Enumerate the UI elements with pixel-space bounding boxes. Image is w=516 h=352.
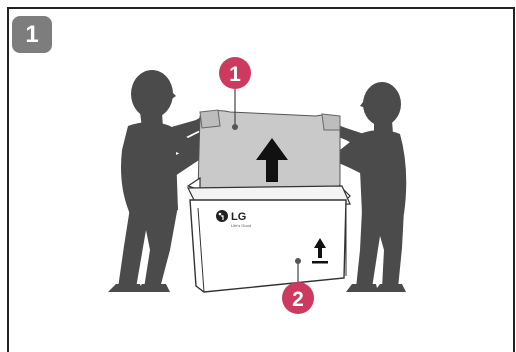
packaging-box bbox=[186, 176, 351, 293]
lg-logo: LG Life's Good bbox=[216, 210, 251, 228]
box-tagline-text: Life's Good bbox=[231, 223, 251, 228]
callout-2-label: 2 bbox=[292, 288, 304, 311]
callout-1-label: 1 bbox=[229, 63, 241, 86]
callout-2-box: 2 bbox=[282, 258, 314, 314]
figure-frame bbox=[7, 7, 515, 352]
lift-up-arrow-icon bbox=[256, 138, 288, 182]
box-brand-text: LG bbox=[231, 211, 246, 223]
this-side-up-arrow-icon bbox=[312, 238, 328, 264]
step-number-badge: 1 bbox=[12, 16, 52, 53]
callout-1-tv: 1 bbox=[219, 57, 251, 130]
right-person-figure bbox=[319, 82, 407, 292]
